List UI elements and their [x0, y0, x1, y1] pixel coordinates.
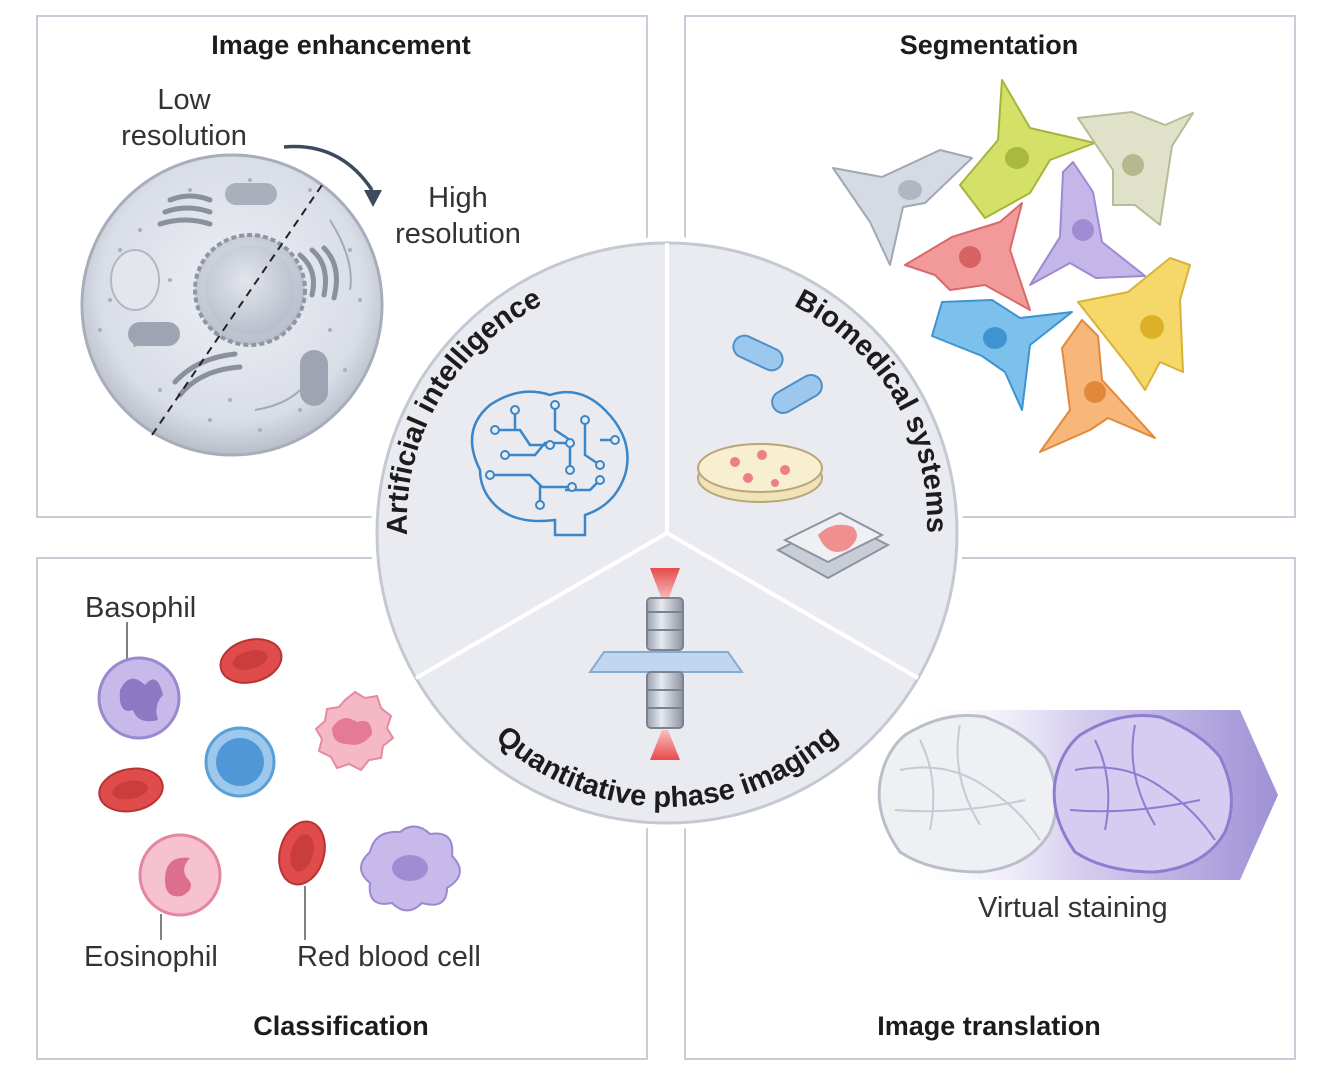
bacteria-icon [732, 334, 823, 414]
eosinophil-label: Eosinophil [84, 941, 218, 973]
low-resolution-line2: resolution [121, 120, 247, 152]
petri-dish-icon [697, 443, 823, 503]
title-segmentation: Segmentation [899, 30, 1079, 60]
virtual-staining-label: Virtual staining [978, 892, 1168, 924]
blood-cells [97, 622, 461, 940]
high-resolution-label: High resolution [383, 180, 533, 252]
eukaryotic-cell-illustration [80, 153, 384, 457]
red-blood-cell-label: Red blood cell [297, 941, 481, 973]
basophil-label: Basophil [85, 592, 197, 624]
low-resolution-label: Low resolution [109, 82, 259, 154]
high-resolution-line2: resolution [395, 218, 521, 250]
title-image-translation: Image translation [877, 1011, 1101, 1041]
title-classification: Classification [253, 1011, 429, 1041]
microscope-objective-icon [588, 568, 744, 760]
tissue-slide-icon [775, 511, 891, 580]
arrow-head [364, 190, 382, 207]
virtual-staining-graphic [877, 710, 1278, 880]
title-image-enhancement: Image enhancement [211, 30, 471, 60]
unstained-tissue [877, 713, 1058, 874]
brain-circuit-nodes [485, 400, 620, 510]
enhancement-arrow [283, 144, 374, 191]
segmentation-cells [832, 79, 1194, 453]
low-resolution-line1: Low [157, 84, 211, 116]
high-resolution-line1: High [428, 182, 488, 214]
stained-tissue [1052, 713, 1233, 874]
